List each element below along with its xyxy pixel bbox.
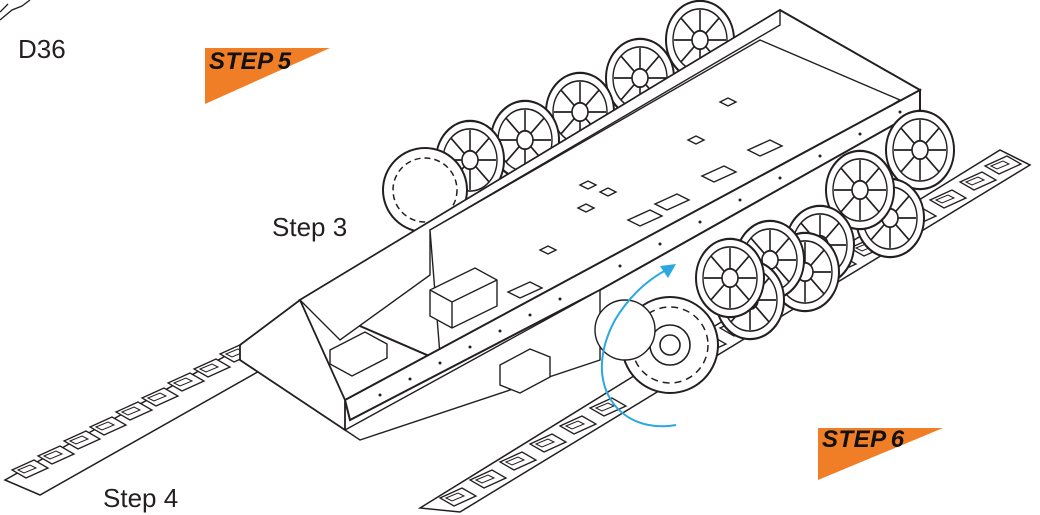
step-6-number: 6 bbox=[890, 426, 905, 453]
front-sprocket bbox=[594, 296, 719, 394]
step-6-badge-triangle bbox=[818, 428, 943, 480]
step-5-badge-triangle bbox=[205, 48, 330, 104]
step-4-label: Step 4 bbox=[103, 483, 179, 513]
step-3-label: Step 3 bbox=[272, 212, 348, 242]
step-5-word: STEP bbox=[209, 48, 274, 75]
rotation-arrow bbox=[600, 264, 677, 428]
step-5-number: 5 bbox=[277, 48, 292, 75]
step-6-word: STEP bbox=[822, 426, 887, 453]
track-left bbox=[3, 343, 272, 496]
track-fragment-topleft bbox=[0, 0, 31, 21]
hull bbox=[239, 8, 922, 441]
part-ref-label: D36 bbox=[18, 34, 66, 64]
